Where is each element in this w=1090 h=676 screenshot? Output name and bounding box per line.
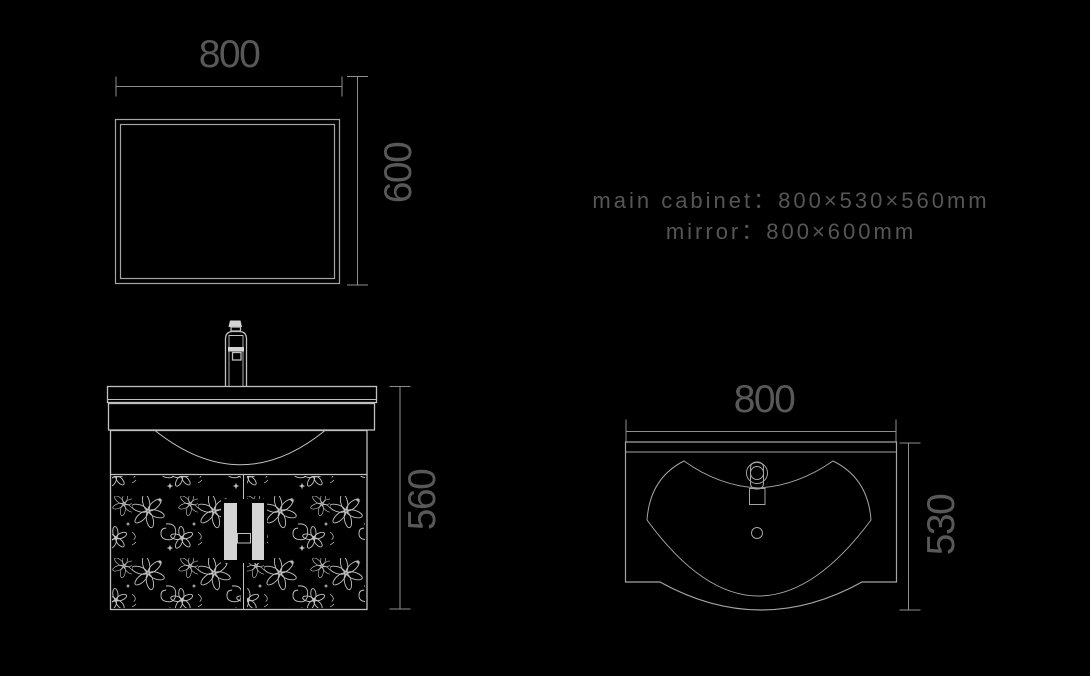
faucet-top-icon	[746, 461, 768, 505]
topview-width-label: 800	[733, 378, 796, 421]
cabinet-height-dimension	[389, 386, 411, 610]
handle-connector	[237, 533, 251, 544]
basin-bowl-outline	[646, 460, 872, 597]
size-spec-text: main cabinet：800×530×560mm mirror：800×60…	[556, 185, 1026, 247]
mirror-height-dimension	[347, 76, 368, 286]
mirror-height-label: 600	[377, 142, 420, 204]
mirror-size-line: mirror：800×600mm	[665, 219, 917, 244]
topview-depth-dimension	[899, 442, 921, 611]
cabinet-front-drawing	[106, 320, 411, 611]
mirror-width-label: 800	[198, 33, 261, 76]
mirror-width-dimension	[115, 76, 343, 97]
door-handles	[221, 499, 267, 563]
countertop-top-outline	[624, 441, 898, 611]
basin-front-curve	[154, 430, 326, 466]
cabinet-height-label: 560	[401, 469, 444, 531]
topview-depth-label: 530	[920, 494, 963, 556]
left-door-handle	[224, 503, 237, 560]
basin-top-drawing	[624, 419, 921, 611]
cabinet-body-outline	[109, 429, 368, 611]
countertop-front-drawing	[106, 385, 378, 431]
drain-hole-icon	[751, 527, 763, 539]
mirror-outer-frame	[114, 118, 341, 285]
cabinet-doors-pattern	[112, 475, 365, 609]
right-door-handle	[252, 503, 264, 560]
topview-width-dimension	[625, 419, 897, 442]
mirror-inner-frame	[119, 123, 336, 280]
main-cabinet-size-line: main cabinet：800×530×560mm	[592, 188, 990, 213]
mirror-front-drawing	[114, 76, 368, 286]
faucet-front-icon	[224, 320, 248, 386]
